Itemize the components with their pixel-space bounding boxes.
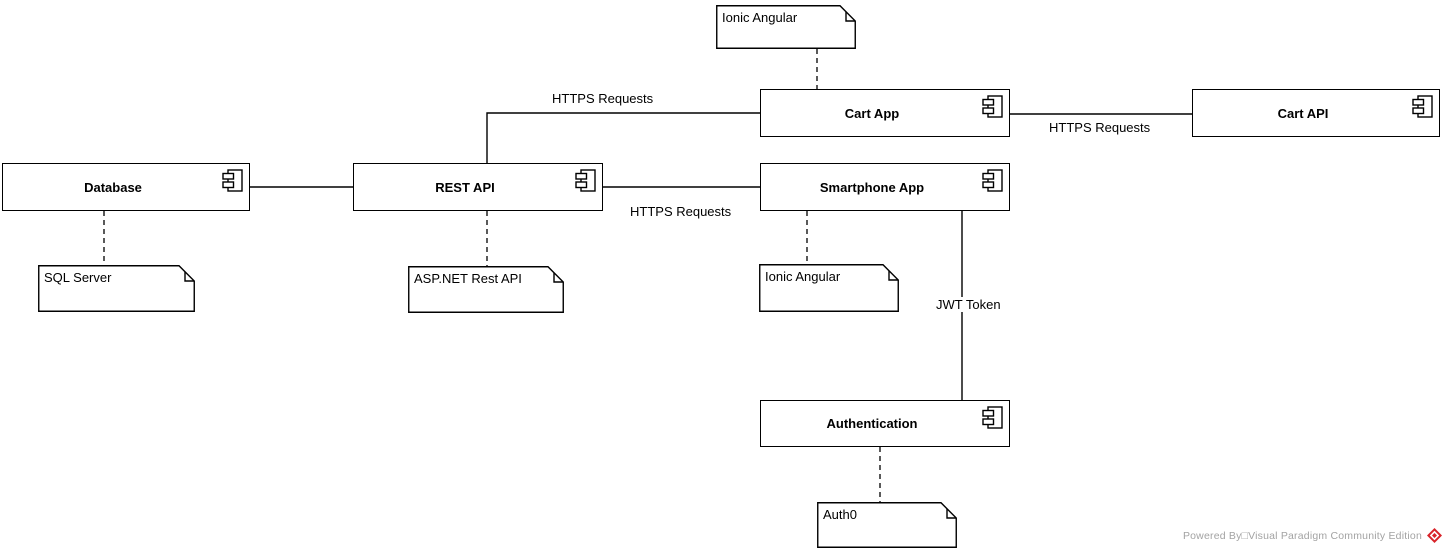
- component-cart-app[interactable]: Cart App: [760, 89, 1010, 137]
- uml-component-icon: [982, 406, 1003, 429]
- connector-restapi-cartapp[interactable]: [486, 112, 760, 163]
- note-shape: [408, 266, 564, 313]
- component-smartphone-app[interactable]: Smartphone App: [760, 163, 1010, 211]
- note-auth0[interactable]: Auth0: [817, 502, 957, 548]
- component-database[interactable]: Database: [2, 163, 250, 211]
- note-shape: [817, 502, 957, 548]
- component-label: Smartphone App: [819, 179, 925, 195]
- uml-component-icon: [982, 169, 1003, 192]
- note-shape: [38, 265, 195, 312]
- uml-component-icon: [982, 95, 1003, 118]
- visual-paradigm-logo-icon: [1427, 528, 1442, 543]
- uml-component-icon: [222, 169, 243, 192]
- note-sql-server[interactable]: SQL Server: [38, 265, 195, 312]
- note-label: ASP.NET Rest API: [414, 271, 522, 286]
- component-label: Database: [84, 179, 142, 195]
- edge-label-jwt-token[interactable]: JWT Token: [933, 297, 1004, 312]
- uml-component-icon: [575, 169, 596, 192]
- edge-label-https-restapi-smartphone[interactable]: HTTPS Requests: [630, 204, 732, 219]
- note-shape: [759, 264, 899, 312]
- component-label: REST API: [435, 179, 495, 195]
- component-label: Cart App: [844, 105, 900, 121]
- note-ionic-angular-cartapp[interactable]: Ionic Angular: [716, 5, 856, 49]
- component-label: Authentication: [826, 416, 918, 431]
- note-label: Ionic Angular: [765, 269, 841, 284]
- edge-label-https-cartapp-cartapi[interactable]: HTTPS Requests: [1049, 120, 1151, 135]
- uml-component-icon: [1412, 95, 1433, 118]
- edge-label-https-restapi-cartapp[interactable]: HTTPS Requests: [552, 91, 654, 106]
- watermark-text: Powered By□Visual Paradigm Community Edi…: [1182, 529, 1422, 542]
- component-authentication[interactable]: Authentication: [760, 400, 1010, 447]
- note-ionic-angular-smartphone[interactable]: Ionic Angular: [759, 264, 899, 312]
- watermark: Powered By□Visual Paradigm Community Edi…: [1183, 528, 1442, 543]
- note-shape: [716, 5, 856, 49]
- note-label: Ionic Angular: [722, 10, 798, 25]
- component-rest-api[interactable]: REST API: [353, 163, 603, 211]
- component-label: Cart API: [1277, 105, 1329, 121]
- note-label: SQL Server: [44, 270, 112, 285]
- note-aspnet-rest-api[interactable]: ASP.NET Rest API: [408, 266, 564, 313]
- component-cart-api[interactable]: Cart API: [1192, 89, 1440, 137]
- note-label: Auth0: [823, 507, 857, 522]
